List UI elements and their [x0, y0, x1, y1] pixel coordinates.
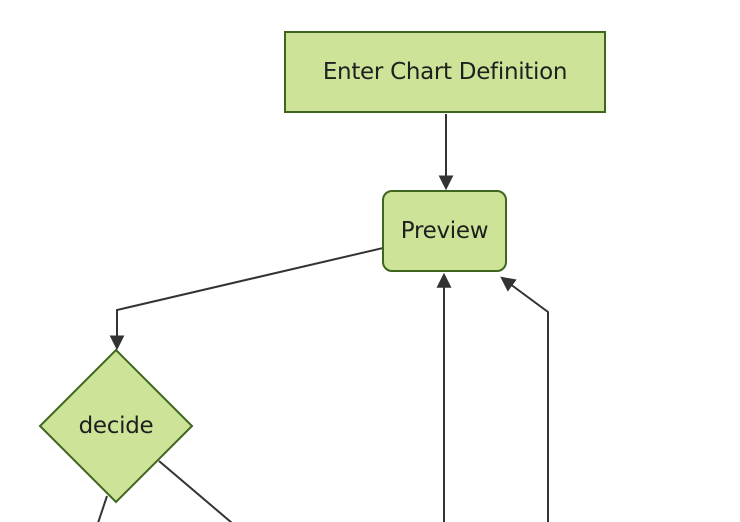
edge-decide-to-offscreen-2: [158, 460, 233, 522]
edge-offscreen-to-preview-2: [500, 276, 549, 522]
node-decide-shape: [38, 348, 194, 504]
node-enter-chart-definition-label: Enter Chart Definition: [322, 59, 568, 85]
node-preview-label: Preview: [400, 218, 489, 244]
edge-decide-to-offscreen-1: [97, 495, 108, 522]
edge-preview-to-decide: [109, 247, 384, 351]
node-enter-chart-definition: Enter Chart Definition: [284, 31, 606, 113]
node-preview: Preview: [382, 190, 507, 272]
